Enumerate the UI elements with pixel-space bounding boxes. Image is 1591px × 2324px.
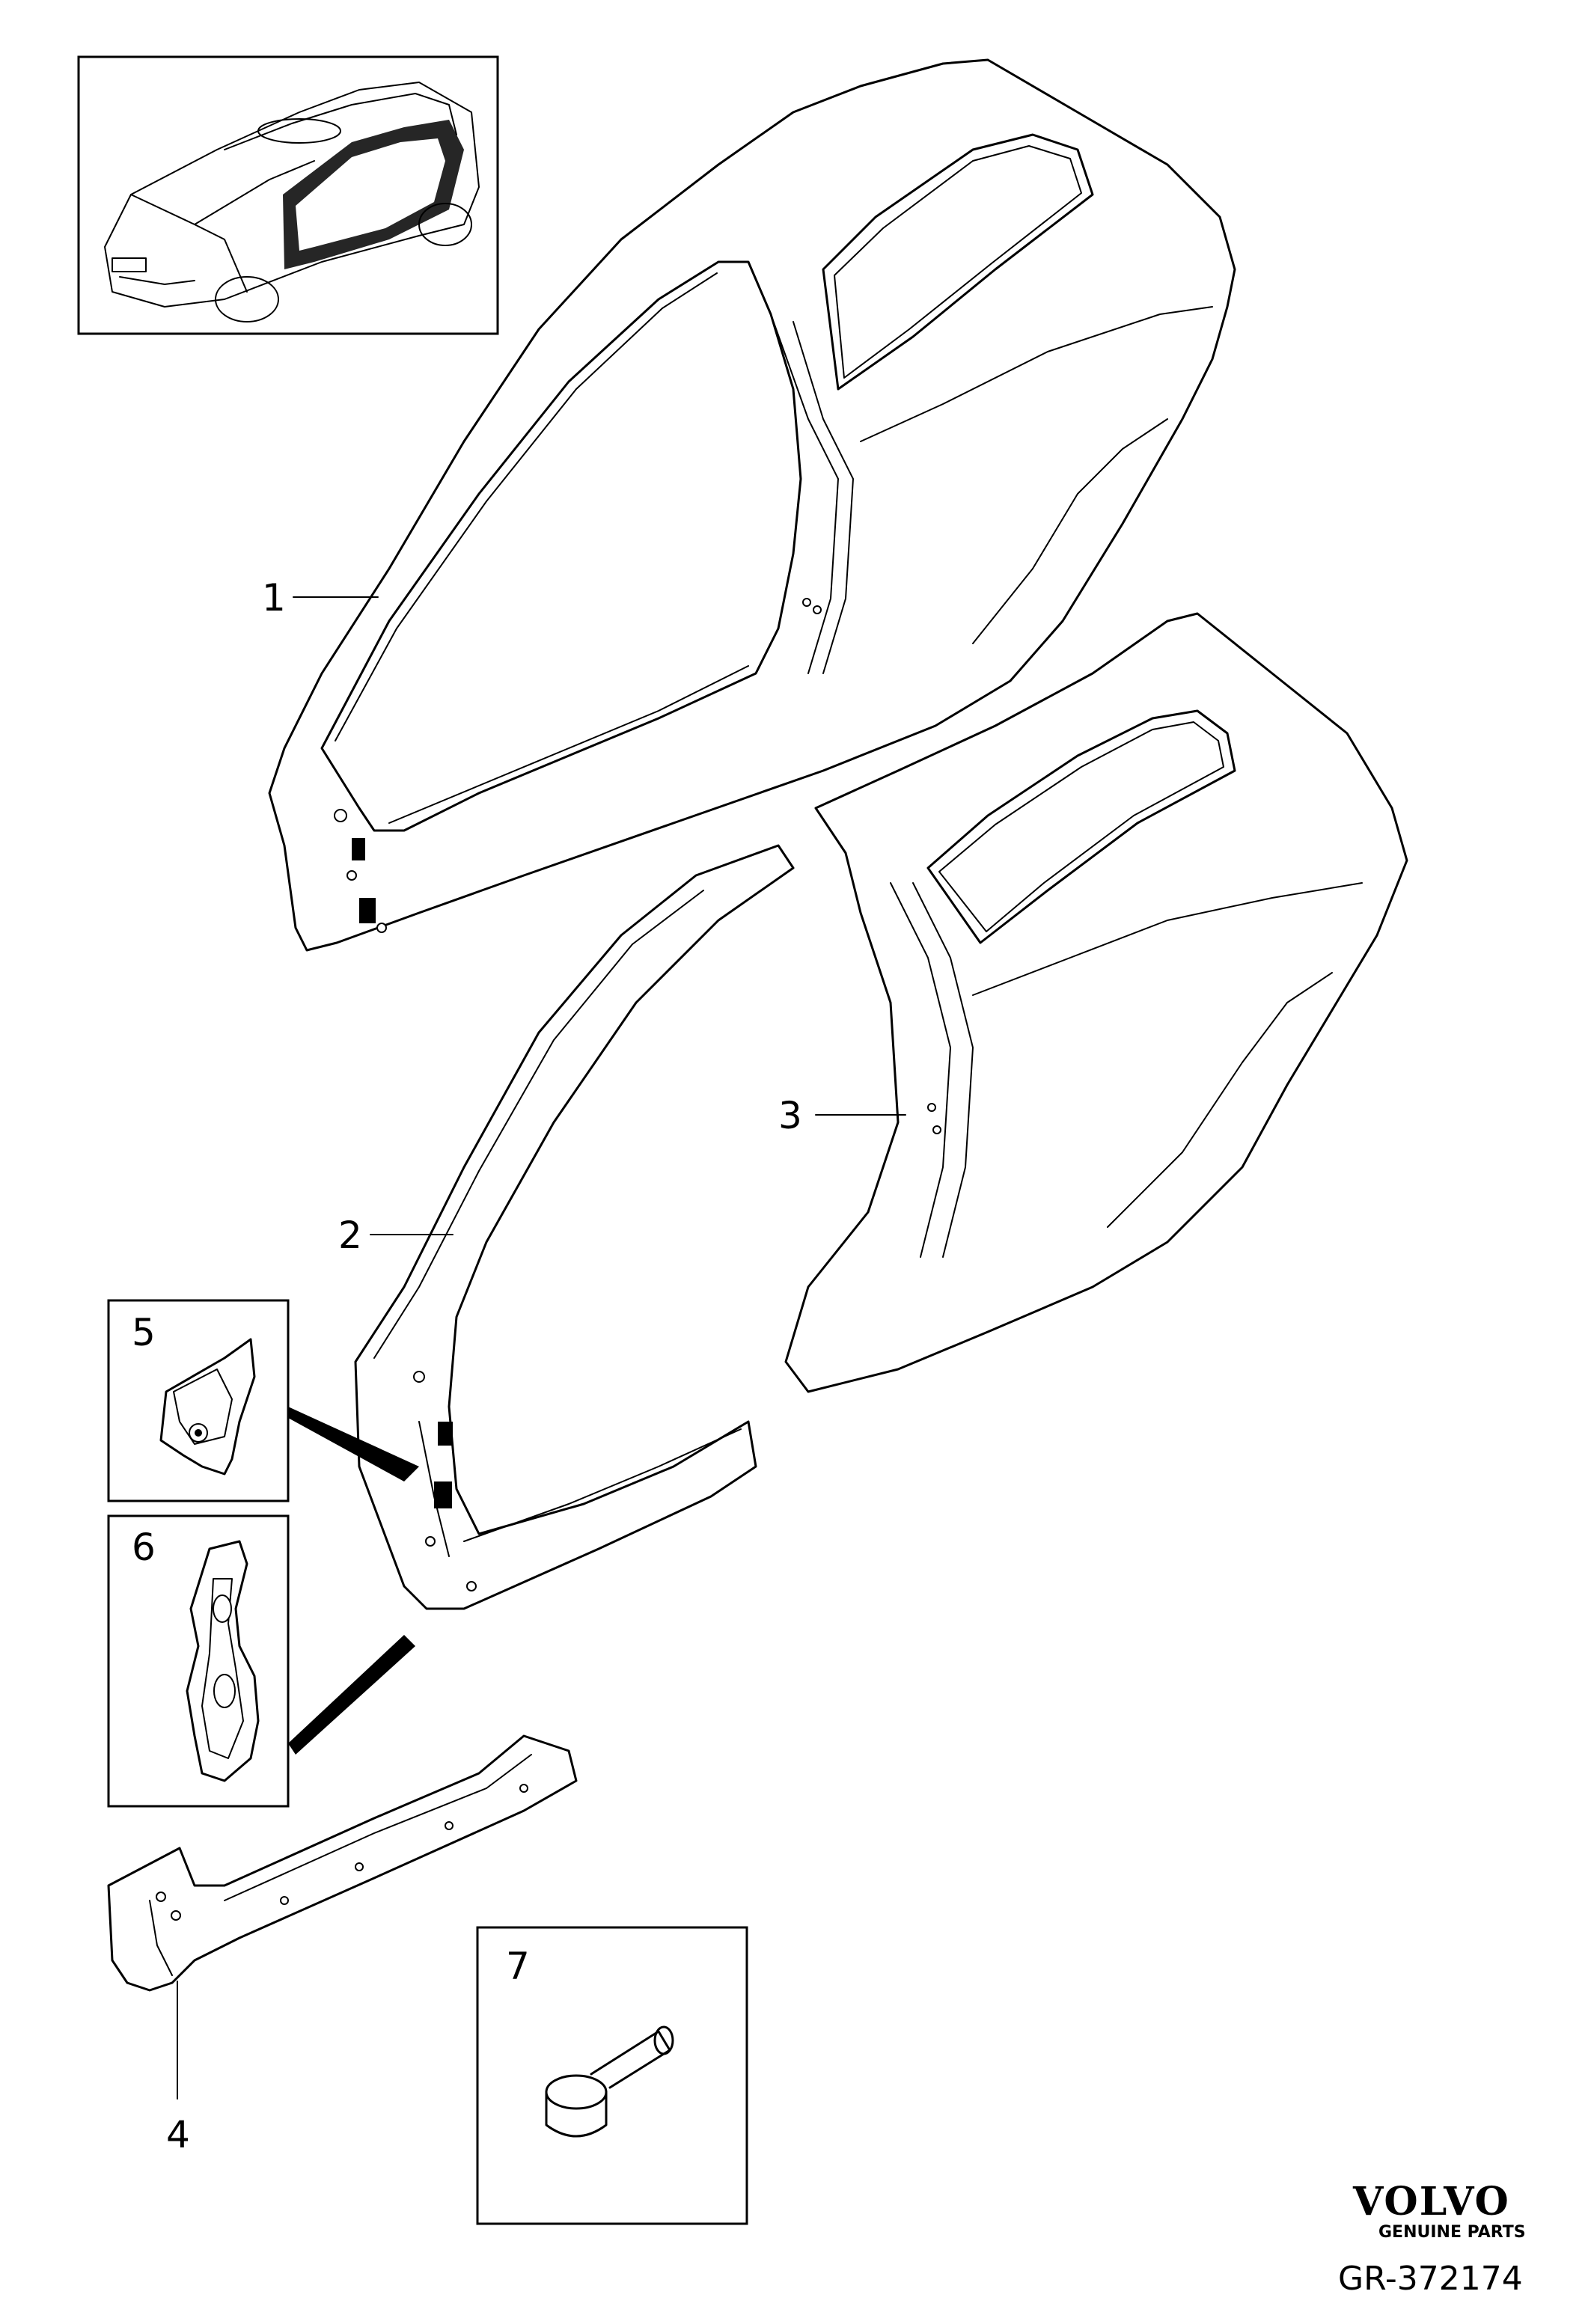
callout-5: 5 bbox=[132, 1311, 156, 1354]
part-6-reinforcement bbox=[186, 1540, 260, 1782]
reference-car-inset bbox=[77, 55, 499, 335]
part-7-plug bbox=[545, 2025, 674, 2138]
detail-frame-5 bbox=[107, 1299, 290, 1502]
detail-box-5 bbox=[107, 1299, 419, 1502]
part-3-rear-quarter-panel bbox=[784, 612, 1408, 1393]
callout-arrow-6 bbox=[288, 1635, 415, 1755]
part-4-rocker-panel bbox=[107, 1734, 578, 1992]
brand-tagline: GENUINE PARTS bbox=[1378, 2223, 1526, 2242]
callout-arrow-5 bbox=[288, 1407, 419, 1481]
detail-frame-7 bbox=[476, 1926, 748, 2225]
drawing-code: GR-372174 bbox=[1338, 2260, 1523, 2298]
callout-4: 4 bbox=[166, 2113, 190, 2156]
leader-lines bbox=[177, 596, 906, 2100]
callout-3: 3 bbox=[778, 1094, 802, 1137]
part-1-side-panel-complete bbox=[268, 58, 1236, 952]
part-5-bracket bbox=[159, 1338, 256, 1476]
brand-block: VOLVO GENUINE PARTS GR-372174 bbox=[1338, 2179, 1526, 2298]
callout-2: 2 bbox=[338, 1214, 362, 1257]
brand-logo: VOLVO bbox=[1352, 2179, 1510, 2224]
callout-6: 6 bbox=[132, 1526, 156, 1569]
reference-car-illustration bbox=[104, 82, 480, 322]
part-2-front-door-frame bbox=[354, 844, 795, 1610]
callout-7: 7 bbox=[506, 1945, 530, 1988]
callout-1: 1 bbox=[262, 576, 286, 620]
detail-box-6 bbox=[107, 1514, 415, 1808]
detail-box-7 bbox=[476, 1926, 748, 2225]
